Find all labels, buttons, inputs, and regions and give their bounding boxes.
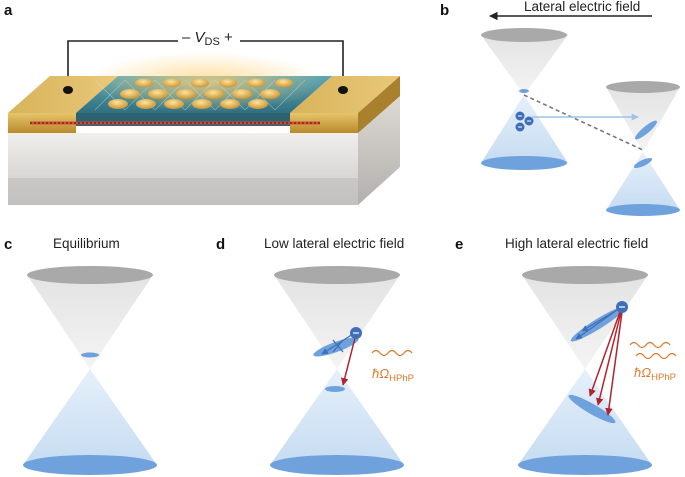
panel-b-diagram	[481, 11, 680, 216]
phonon-wave-d	[371, 349, 413, 357]
interband-arrow	[341, 337, 356, 386]
vds-label: – VDS +	[178, 29, 237, 48]
lower-fermi-disc	[325, 386, 345, 392]
hphp-subscript-d: HPhP	[389, 373, 414, 384]
contact-dot-left	[63, 86, 73, 94]
panel-b-title: Lateral electric field	[524, 0, 641, 14]
vds-wire-right	[240, 40, 344, 88]
substrate-side	[358, 95, 400, 205]
vds-minus: –	[182, 29, 191, 46]
panel-c-title: Equilibrium	[53, 236, 120, 251]
lower-shifted-disc	[568, 394, 616, 424]
interband-arrow-3	[605, 311, 623, 416]
fermi-level-disc	[81, 352, 99, 358]
panel-e-title: High lateral electric field	[505, 236, 649, 251]
hphp-symbol-e: ħΩ	[634, 365, 652, 380]
gold-contact-right-side	[358, 76, 400, 133]
panel-c-diagram	[23, 266, 157, 475]
panel-letter-c: c	[4, 236, 13, 253]
vds-symbol: V	[194, 29, 205, 46]
hphp-symbol-d: ħΩ	[372, 366, 390, 381]
intraband-arrow	[321, 333, 354, 355]
blocked-cross-2	[332, 339, 344, 353]
electron-cluster	[515, 111, 534, 132]
gold-contact-right-top	[290, 76, 400, 113]
hphp-subscript-e: HPhP	[651, 372, 676, 383]
cone-right	[606, 81, 680, 216]
panel-letter-a: a	[4, 2, 13, 19]
device-illustration	[8, 40, 400, 205]
panel-letter-b: b	[440, 2, 450, 19]
hphp-label-d: ħΩHPhP	[372, 366, 414, 384]
cone-left	[481, 28, 568, 170]
panel-letter-d: d	[216, 236, 226, 253]
gold-pucks	[108, 78, 293, 109]
interband-arrow-1	[588, 311, 621, 397]
substrate-shade	[8, 178, 358, 205]
lower-cone-base	[23, 455, 157, 475]
shift-dashed-line	[523, 94, 644, 151]
gold-contact-right-front	[290, 113, 358, 133]
upper-cone-cap	[27, 266, 153, 284]
phonon-wave-e-2	[635, 352, 677, 360]
panel-letter-e: e	[455, 236, 464, 253]
hphp-label-e: ħΩHPhP	[634, 365, 676, 383]
vds-subscript: DS	[204, 36, 220, 48]
contact-dot-right	[338, 86, 348, 94]
vds-wire-left	[67, 40, 178, 88]
panel-d-title: Low lateral electric field	[264, 236, 405, 251]
vds-plus: +	[223, 29, 233, 46]
panel-e-diagram	[518, 266, 677, 475]
interband-arrow-2	[595, 311, 622, 406]
panel-d-diagram	[270, 266, 413, 475]
phonon-wave-e-1	[629, 341, 671, 349]
